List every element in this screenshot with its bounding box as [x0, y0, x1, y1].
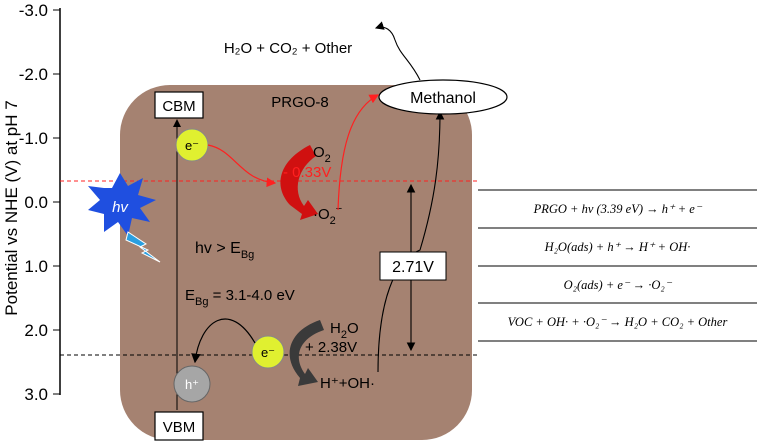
y-tick-label: -2.0 — [19, 65, 48, 84]
lightning-icon — [125, 231, 161, 263]
material-label: PRGO-8 — [271, 94, 329, 111]
equation-separators — [478, 189, 757, 342]
y-tick-label: 2.0 — [24, 321, 48, 340]
superoxide-to-methanol-arrow — [337, 94, 380, 211]
reduction-potential: - 0.33V — [283, 164, 331, 181]
vbm-label: VBM — [163, 419, 196, 436]
y-axis-ticks — [53, 9, 60, 395]
equation-4: VOC + OH· + ·O₂⁻ → H₂O + CO₂ + Other — [507, 315, 728, 329]
y-tick-label: 0.0 — [24, 193, 48, 212]
y-tick-label: 1.0 — [24, 257, 48, 276]
methanol-label: Methanol — [410, 90, 476, 107]
oxidation-potential: + 2.38V — [305, 339, 357, 356]
potential-gap-label: 2.71V — [392, 259, 434, 276]
oxidation-products: H⁺+OH· — [320, 375, 375, 392]
prgo-box — [120, 85, 472, 440]
potential-gap-box — [379, 251, 447, 281]
y-axis-label: Potential vs NHE (V) at pH 7 — [2, 100, 21, 315]
electron-vb — [251, 335, 285, 369]
electron-transfer-arrow — [207, 144, 277, 188]
h2o-oxidation-arrow — [289, 320, 324, 386]
degradation-arrow — [374, 21, 421, 81]
final-products-label: H₂O + CO₂ + Other — [224, 40, 352, 57]
vbm-box — [154, 411, 204, 441]
y-tick-label: 3.0 — [24, 385, 48, 404]
o2-label: O2 — [313, 144, 331, 165]
hole-vb — [173, 365, 211, 403]
bandgap-label: EBg = 3.1-4.0 eV — [185, 287, 295, 308]
oh-to-methanol-arrow — [377, 110, 445, 373]
y-tick-label: -1.0 — [19, 129, 48, 148]
light-burst-icon — [88, 173, 156, 236]
electron-vb-label: e⁻ — [261, 345, 275, 360]
equation-3: O₂(ads) + e⁻ → ·O₂⁻ — [563, 278, 672, 292]
methanol-ellipse — [378, 79, 508, 115]
electron-cb-label: e⁻ — [185, 138, 199, 153]
hole-vb-label: h⁺ — [185, 377, 199, 392]
cbm-label: CBM — [162, 98, 195, 115]
h2o-label: H2O — [330, 320, 359, 341]
equation-2: H₂O(ads) + h⁺ → H⁺ + OH· — [544, 240, 691, 254]
superoxide-label: ·O2− — [313, 203, 342, 227]
equation-1: PRGO + hv (3.39 eV) → h⁺ + e⁻ — [533, 202, 702, 216]
recombination-arrow — [191, 318, 256, 364]
cbm-box — [154, 91, 204, 119]
excitation-label: hv > EBg — [195, 240, 254, 261]
hv-label: hv — [112, 199, 129, 216]
o2-reduction-arrow — [280, 145, 318, 220]
y-tick-label: -3.0 — [19, 1, 48, 20]
